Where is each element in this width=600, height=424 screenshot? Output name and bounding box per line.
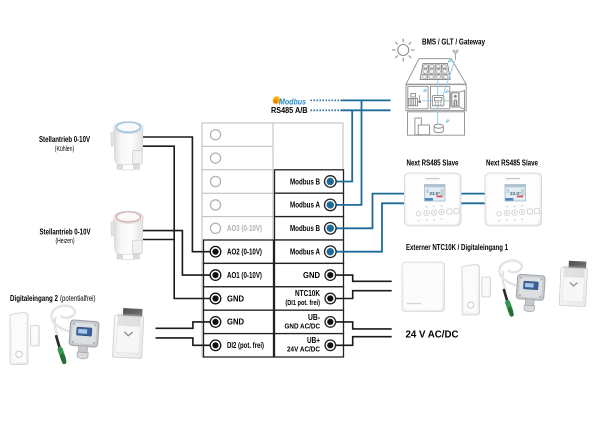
svg-text:BMS / GLT / Gateway: BMS / GLT / Gateway [422, 38, 485, 47]
svg-text:(Kühlen): (Kühlen) [55, 146, 75, 153]
svg-text:NTC10K: NTC10K [295, 289, 320, 298]
svg-text:Modbus B: Modbus B [290, 177, 320, 186]
svg-text:GND: GND [303, 271, 320, 280]
svg-text:AO1 (0-10V): AO1 (0-10V) [227, 271, 262, 280]
svg-text:Next RS485 Slave: Next RS485 Slave [407, 159, 459, 168]
svg-text:(Heizen): (Heizen) [56, 238, 75, 245]
svg-text:Stellantrieb 0-10V: Stellantrieb 0-10V [39, 135, 91, 144]
svg-text:AO3 (0-10V): AO3 (0-10V) [227, 224, 262, 233]
svg-text:RS485 A/B: RS485 A/B [271, 106, 308, 115]
svg-text:Modbus A: Modbus A [290, 248, 320, 257]
svg-text:UB+: UB+ [307, 336, 320, 345]
svg-text:Modbus A: Modbus A [290, 201, 320, 210]
svg-text:GND: GND [227, 318, 244, 327]
svg-text:Externer NTC10K / Digitaleinga: Externer NTC10K / Digitaleingang 1 [406, 243, 508, 252]
svg-text:23.0°: 23.0° [430, 191, 441, 196]
svg-text:UB-: UB- [308, 313, 320, 322]
svg-text:(potentialfrei): (potentialfrei) [60, 294, 96, 303]
svg-text:24 V AC/DC: 24 V AC/DC [406, 330, 459, 341]
svg-text:Digitaleingang 2: Digitaleingang 2 [10, 294, 58, 303]
svg-text:(DI1 pot. frei): (DI1 pot. frei) [285, 300, 320, 307]
svg-text:DI2 (pot. frei): DI2 (pot. frei) [227, 341, 264, 350]
svg-text:Modbus: Modbus [279, 97, 306, 107]
svg-text:AO2 (0-10V): AO2 (0-10V) [227, 248, 262, 257]
svg-text:Stellantrieb 0-10V: Stellantrieb 0-10V [40, 227, 92, 236]
svg-text:GND: GND [227, 294, 244, 303]
svg-text:24V AC/DC: 24V AC/DC [287, 347, 320, 354]
svg-text:Next RS485 Slave: Next RS485 Slave [486, 159, 538, 168]
svg-text:GND AC/DC: GND AC/DC [285, 323, 321, 330]
svg-text:Modbus B: Modbus B [290, 224, 320, 233]
